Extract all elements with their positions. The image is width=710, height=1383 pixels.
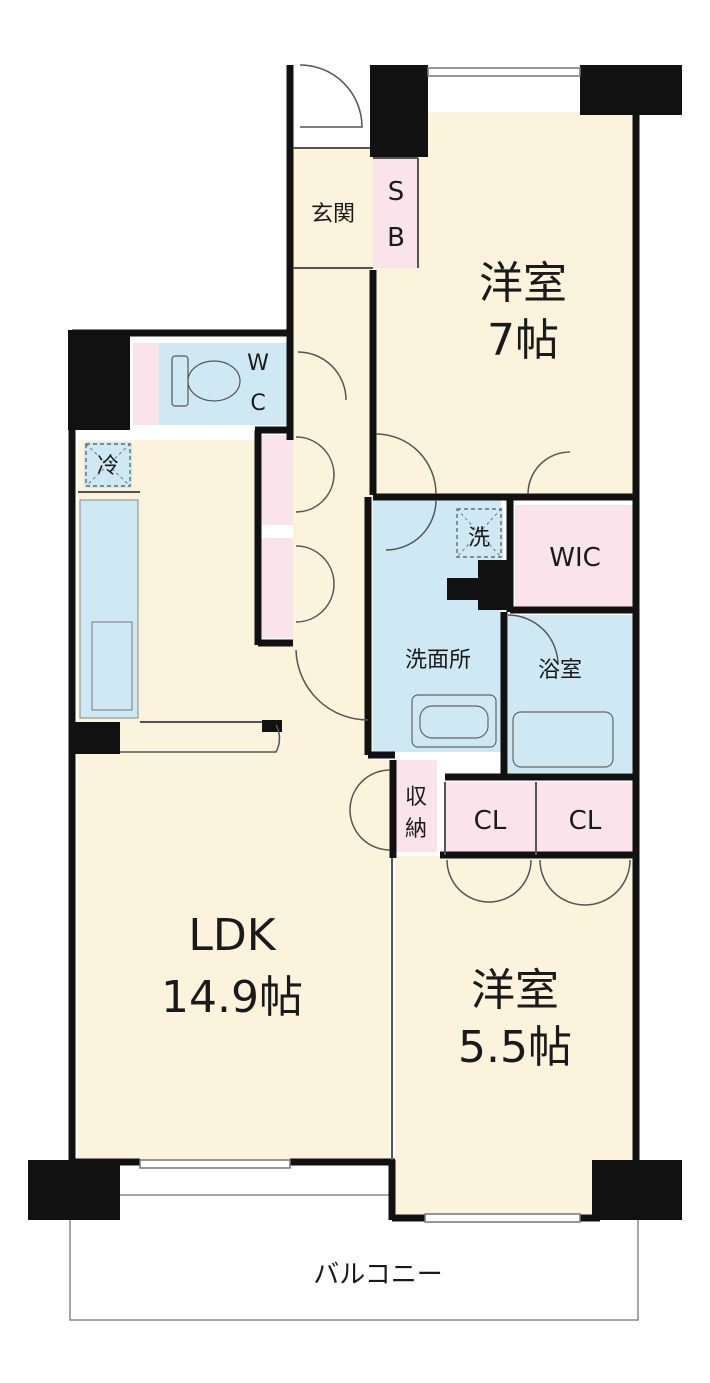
shoe-box-area	[373, 158, 418, 268]
label-wic: WIC	[549, 543, 601, 573]
toilet-tank	[171, 355, 189, 407]
genkan-area	[293, 148, 373, 268]
label-shuno-2: 納	[405, 817, 427, 842]
label-shuno-1: 収	[405, 785, 427, 810]
label-youshitsu55-size: 5.5帖	[458, 1022, 572, 1073]
label-sb-1: S	[388, 177, 405, 207]
column-bottom-left	[28, 1160, 120, 1220]
label-washer: 洗	[468, 526, 490, 551]
wc-side-storage	[133, 343, 159, 425]
label-yokushitsu: 浴室	[538, 658, 582, 683]
fridge-dash-outline	[85, 443, 131, 487]
label-ldk-name: LDK	[188, 910, 276, 961]
label-genkan: 玄関	[311, 202, 355, 227]
column-bottom-right	[592, 1160, 682, 1220]
label-wc-1: W	[247, 351, 269, 376]
window-room55	[424, 1213, 581, 1223]
washroom-pipe	[447, 578, 482, 600]
label-wc-2: C	[250, 391, 265, 416]
hall-closet-1	[262, 435, 293, 525]
cl-2-area	[537, 782, 633, 852]
hallway-area	[293, 268, 373, 718]
label-youshitsu55-name: 洋室	[471, 965, 559, 1016]
label-sb-2: B	[387, 223, 405, 253]
window-ldk	[139, 1159, 291, 1169]
label-fridge: 冷	[97, 454, 119, 479]
cl-1-area	[445, 782, 535, 852]
washer-dash-outline	[456, 508, 502, 558]
column-left-mid	[72, 722, 120, 754]
column-left-upper	[68, 330, 130, 430]
label-senmenjo: 洗面所	[405, 648, 471, 673]
wic-area	[515, 505, 633, 608]
column-top-left	[370, 65, 428, 157]
wash-basin-counter	[411, 694, 497, 748]
label-youshitsu7-name: 洋室	[479, 258, 567, 309]
shuno-area	[395, 760, 437, 852]
wash-basin-bowl	[419, 705, 489, 739]
hall-closet-2	[262, 538, 293, 638]
label-cl-2: CL	[569, 806, 602, 836]
label-ldk-size: 14.9帖	[161, 972, 303, 1023]
bathtub	[512, 711, 614, 768]
column-top-right	[580, 65, 682, 115]
label-cl-1: CL	[474, 806, 507, 836]
kitchen-sink	[91, 621, 133, 711]
youshitsu-55-area	[395, 856, 633, 1216]
label-youshitsu7-size: 7帖	[487, 315, 559, 366]
ldk-area	[78, 440, 390, 1160]
toilet-bowl	[187, 360, 241, 402]
window-room7	[427, 67, 581, 77]
label-balcony: バルコニー	[313, 1260, 442, 1290]
